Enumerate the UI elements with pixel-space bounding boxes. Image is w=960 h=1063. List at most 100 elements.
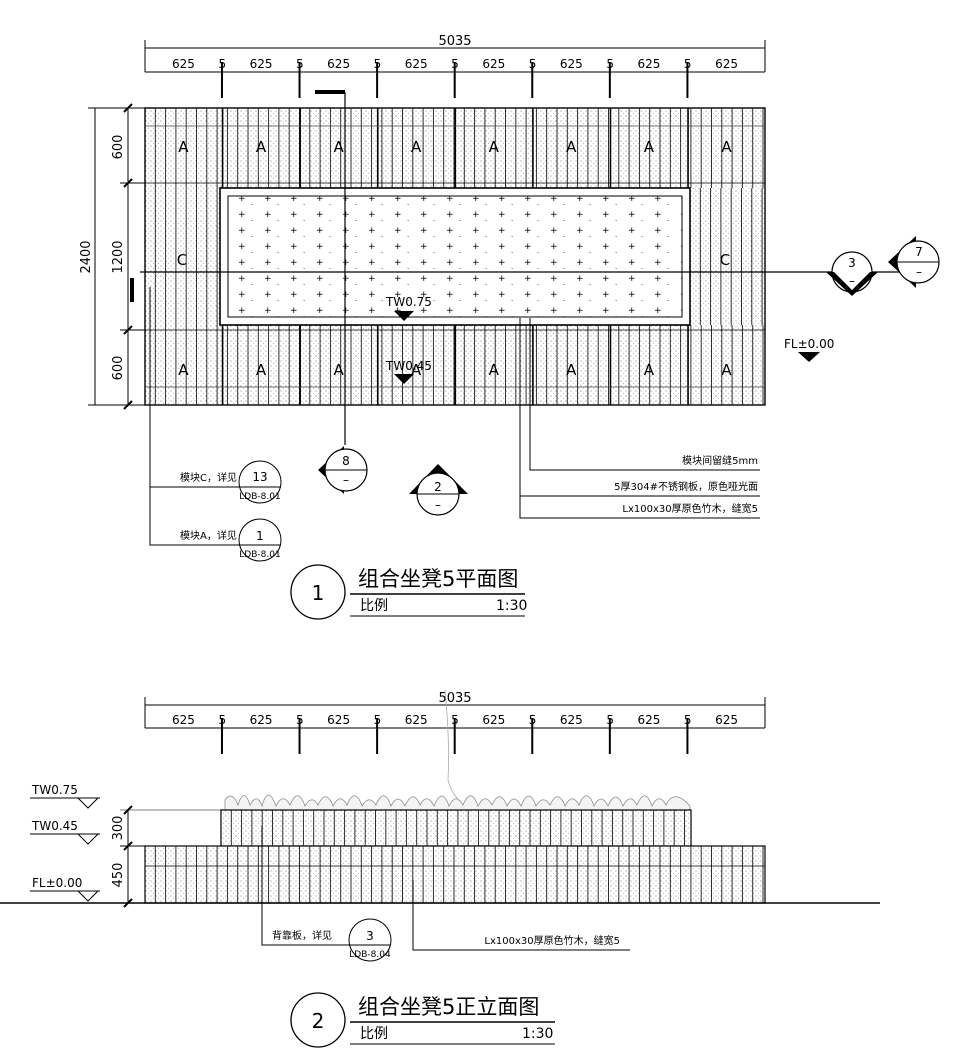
plan-scale-value: 1:30	[496, 598, 527, 614]
section-2-number: 2	[434, 480, 442, 494]
plan-left-dimensions: 600 1200 600 2400	[79, 103, 145, 410]
module-dim-label: 625	[405, 713, 428, 727]
detail-3-ref: LDB-8.04	[349, 950, 391, 960]
elevation-height-dimensions: 300 450	[111, 805, 221, 908]
module-tag-a: A	[489, 361, 500, 379]
detail-13-number: 13	[252, 470, 267, 484]
module-dim-label: 625	[482, 713, 505, 727]
section-8-ref: –	[343, 473, 349, 487]
section-bubble-2[interactable]: 2 –	[409, 464, 468, 516]
module-tag-a: A	[256, 361, 267, 379]
plan-overall-dimension: 5035	[144, 34, 766, 72]
detail-3-number: 3	[366, 929, 374, 943]
module-tag-a: A	[178, 361, 189, 379]
note-module-c: 模块C，详见	[180, 471, 237, 484]
module-dim-label: 625	[482, 57, 505, 71]
module-dim-label: 5	[218, 57, 226, 71]
module-dim-label: 5	[451, 57, 459, 71]
module-tag-a: A	[333, 361, 344, 379]
module-dim-label: 5	[529, 713, 537, 727]
module-tag-c-left: C	[177, 251, 187, 269]
note-backrest: 背靠板，详见	[272, 929, 332, 942]
module-dim-label: 625	[560, 713, 583, 727]
module-dim-label: 625	[715, 57, 738, 71]
elevation-dim-450: 450	[111, 863, 126, 888]
module-dim-label: 625	[637, 713, 660, 727]
module-dim-label: 625	[327, 57, 350, 71]
section-3-ref: –	[849, 274, 855, 288]
detail-1-ref: LDB-8.01	[239, 550, 280, 560]
module-tag-a: A	[721, 138, 732, 156]
plan-dim-600-top: 600	[111, 135, 126, 160]
section-2-ref: –	[435, 498, 441, 512]
elevation-levels: TW0.75 TW0.45 FL±0.00	[30, 783, 100, 902]
module-dim-label: 625	[250, 713, 273, 727]
module-dim-label: 5	[218, 713, 226, 727]
module-dim-label: 5	[529, 57, 537, 71]
note-module-a: 模块A，详见	[180, 529, 237, 542]
module-tag-a: A	[489, 138, 500, 156]
module-tag-a: A	[644, 138, 655, 156]
note-module-gap: 模块间留缝5mm	[682, 454, 758, 467]
module-dim-label: 5	[684, 713, 692, 727]
note-bamboo-plan: Lx100x30厚原色竹木，缝宽5	[622, 502, 758, 515]
detail-1-number: 1	[256, 529, 264, 543]
module-tag-a: A	[411, 138, 422, 156]
elevation-title-block: 2 组合坐凳5正立面图 比例 1:30	[290, 992, 555, 1048]
module-tag-a: A	[411, 361, 422, 379]
elevation-dim-300: 300	[111, 816, 126, 841]
plan-dim-2400: 2400	[79, 240, 94, 273]
module-tag-a: A	[333, 138, 344, 156]
plan-scale-label: 比例	[360, 598, 388, 614]
elevation-scale-value: 1:30	[522, 1026, 553, 1042]
elevation-title-number: 2	[312, 1009, 325, 1033]
elevation-overall-dimension: 5035	[144, 691, 766, 728]
plan-overall-dim-text: 5035	[438, 34, 471, 49]
section-bubble-8[interactable]: 8 –	[318, 446, 368, 494]
module-dim-label: 625	[327, 713, 350, 727]
module-tag-a: A	[566, 361, 577, 379]
elevation-overall-dim-text: 5035	[438, 691, 471, 706]
module-dim-label: 5	[684, 57, 692, 71]
module-dim-label: 5	[374, 57, 382, 71]
module-dim-label: 625	[637, 57, 660, 71]
planter-plant-area	[227, 195, 683, 318]
note-steel-plate: 5厚304#不锈钢板，原色哑光面	[614, 480, 758, 493]
note-bamboo-elevation: Lx100x30厚原色竹木，缝宽5	[484, 934, 620, 947]
elevation-scale-label: 比例	[360, 1026, 388, 1042]
module-tag-c-right: C	[720, 251, 730, 269]
module-dim-label: 5	[451, 713, 459, 727]
plan-title-block: 1 组合坐凳5平面图 比例 1:30	[290, 564, 527, 620]
module-tag-a: A	[256, 138, 267, 156]
elev-level-fl: FL±0.00	[32, 876, 82, 890]
module-dim-label: 625	[172, 713, 195, 727]
section-bubble-7[interactable]: 7 –	[888, 236, 940, 288]
plan-material-leaders: 模块间留缝5mm 5厚304#不锈钢板，原色哑光面 Lx100x30厚原色竹木，…	[519, 318, 760, 519]
module-dim-label: 5	[296, 713, 304, 727]
section-3-number: 3	[848, 256, 856, 270]
elevation-bamboo-slats	[154, 810, 764, 903]
module-tag-a: A	[721, 361, 732, 379]
section-bubble-3[interactable]: 3 –	[826, 251, 878, 296]
section-7-number: 7	[915, 245, 923, 259]
plan-title: 组合坐凳5平面图	[358, 567, 518, 591]
elev-level-tw075: TW0.75	[31, 783, 78, 797]
plan-module-leaders: 模块C，详见 13 LDB-8.01 模块A，详见 1 LDB-8.01	[149, 287, 282, 562]
plan-level-tw075: TW0.75	[385, 295, 432, 309]
module-dim-label: 625	[560, 57, 583, 71]
module-dim-label: 625	[405, 57, 428, 71]
elev-level-tw045: TW0.45	[31, 819, 78, 833]
module-tag-a: A	[644, 361, 655, 379]
module-dim-label: 5	[606, 713, 614, 727]
module-tag-a: A	[566, 138, 577, 156]
plan-dim-600-bottom: 600	[111, 356, 126, 381]
module-dim-label: 625	[715, 713, 738, 727]
plan-title-number: 1	[312, 581, 325, 605]
planting-grass	[224, 794, 691, 811]
module-dim-label: 5	[606, 57, 614, 71]
